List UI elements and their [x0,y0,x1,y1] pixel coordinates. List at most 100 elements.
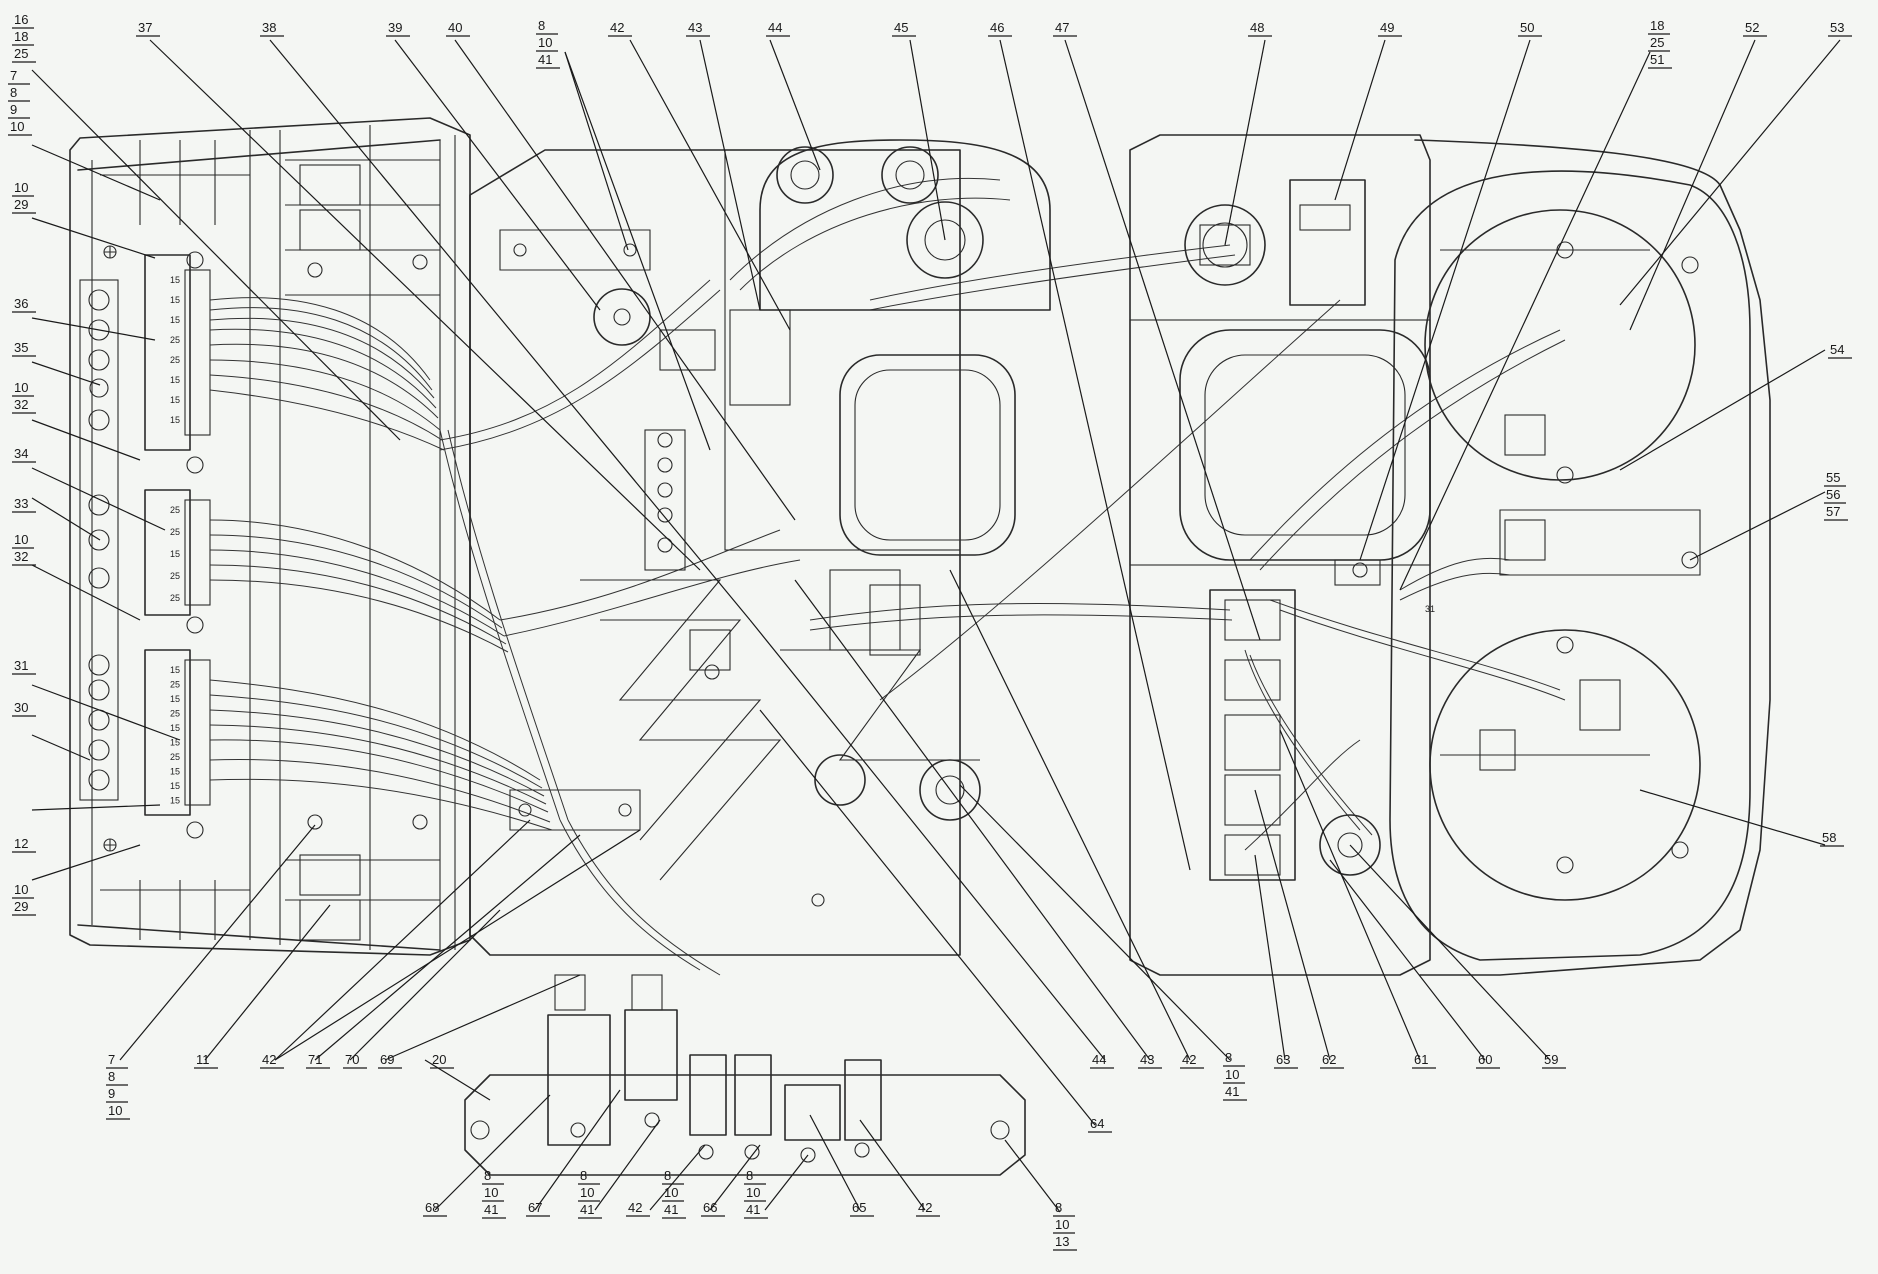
callout-number: 10 [14,532,28,547]
callout-c61: 61 [1412,1052,1436,1069]
callout-c8a: 8 10 41 [536,18,560,69]
callout-c42d: 42 [626,1200,650,1217]
callout-number: 69 [380,1052,394,1067]
callout-c47: 47 [1053,20,1077,37]
callout-c65: 65 [850,1200,874,1217]
callout-number: 62 [1322,1052,1336,1067]
callout-c43b: 43 [1138,1052,1162,1069]
callout-number: 71 [308,1052,322,1067]
callout-c63: 63 [1274,1052,1298,1069]
pin-number-middle: 25 [170,571,180,581]
center-panel [469,139,1051,956]
callout-c52: 52 [1743,20,1767,37]
callout-number: 41 [538,52,552,67]
callout-c71: 71 [306,1052,330,1069]
callout-c69: 69 [378,1052,402,1069]
leader-lines [31,39,1841,1213]
pin-number-upper: 25 [170,335,180,345]
callout-number: 8 [10,85,17,100]
callout-number: 41 [746,1202,760,1217]
relay-terminal-label: 31 [1425,604,1435,614]
callout-number: 10 [664,1185,678,1200]
callout-number: 10 [14,882,28,897]
pin-number-lower: 25 [170,752,180,762]
callout-c64: 64 [1088,1116,1112,1133]
callout-number: 37 [138,20,152,35]
callout-c35: 35 [12,340,36,357]
callout-number: 48 [1250,20,1264,35]
callout-number: 18 [1650,18,1664,33]
callout-number: 68 [425,1200,439,1215]
callout-number: 32 [14,397,28,412]
pin-number-lower: 25 [170,680,180,690]
callout-number: 12 [14,836,28,851]
callout-c70: 70 [343,1052,367,1069]
callout-c50: 50 [1518,20,1542,37]
callout-number: 18 [14,29,28,44]
callout-number: 42 [610,20,624,35]
callout-number: 20 [432,1052,446,1067]
callout-c49: 49 [1378,20,1402,37]
callout-number: 61 [1414,1052,1428,1067]
callout-number: 29 [14,899,28,914]
callout-c60: 60 [1476,1052,1500,1069]
callout-number: 55 [1826,470,1840,485]
pin-number-upper: 15 [170,315,180,325]
callout-number: 67 [528,1200,542,1215]
pin-number-lower: 15 [170,665,180,675]
callout-c54: 54 [1828,342,1852,359]
callout-c36: 36 [12,296,36,313]
pin-number-middle: 25 [170,505,180,515]
callout-number: 38 [262,20,276,35]
callout-labels: 1618257891010293635103234331032313012102… [8,12,1852,1251]
pin-number-lower: 15 [170,796,180,806]
callout-number: 10 [538,35,552,50]
callout-number: 44 [1092,1052,1106,1067]
callout-number: 60 [1478,1052,1492,1067]
right-outer-housing [1389,139,1771,976]
pin-number-upper: 25 [170,355,180,365]
callout-number: 63 [1276,1052,1290,1067]
callout-c30: 30 [12,700,36,717]
callout-c46: 46 [988,20,1012,37]
pin-number-middle: 25 [170,593,180,603]
callout-number: 52 [1745,20,1759,35]
callout-number: 7 [108,1052,115,1067]
callout-number: 13 [1055,1234,1069,1249]
callout-number: 30 [14,700,28,715]
callout-number: 66 [703,1200,717,1215]
callout-number: 41 [1225,1084,1239,1099]
callout-number: 46 [990,20,1004,35]
callout-number: 25 [14,46,28,61]
callout-number: 10 [1225,1067,1239,1082]
callout-number: 8 [538,18,545,33]
callout-number: 51 [1650,52,1664,67]
callout-number: 42 [262,1052,276,1067]
callout-number: 36 [14,296,28,311]
callout-number: 65 [852,1200,866,1215]
callout-c42c: 42 [1180,1052,1204,1069]
pin-number-lower: 25 [170,709,180,719]
callout-number: 8 [580,1168,587,1183]
callout-number: 44 [768,20,782,35]
callout-number: 53 [1830,20,1844,35]
callout-number: 50 [1520,20,1534,35]
callout-c59: 59 [1542,1052,1566,1069]
wire-bundles [209,177,1566,976]
callout-number: 42 [918,1200,932,1215]
left-instrument-panel [69,117,471,956]
callout-number: 10 [746,1185,760,1200]
callout-number: 10 [484,1185,498,1200]
relay-bracket [464,974,1026,1176]
callout-c44a: 44 [766,20,790,37]
